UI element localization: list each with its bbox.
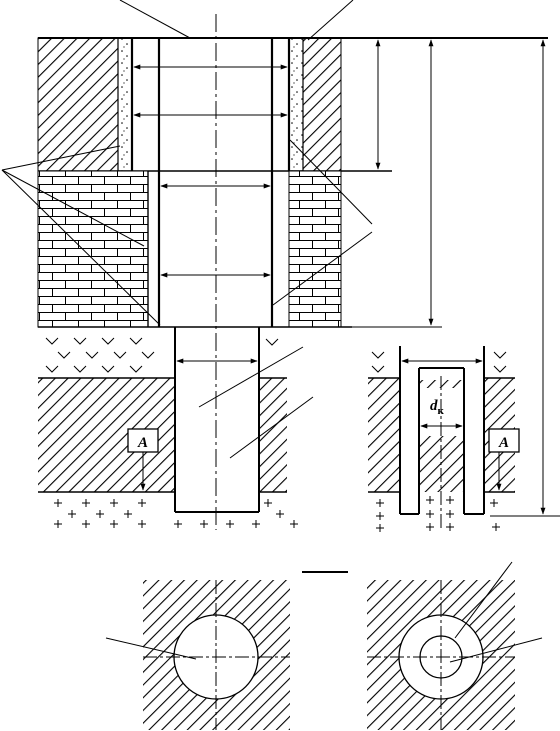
leader-center-a xyxy=(198,346,304,408)
cross-symbol xyxy=(82,499,90,507)
cross-symbol xyxy=(110,499,118,507)
backfill-left xyxy=(117,37,133,172)
brick-layer-left xyxy=(37,170,149,328)
plan-right-leader-bottom xyxy=(449,637,543,663)
chevron-symbol xyxy=(113,351,127,359)
cross-symbol xyxy=(492,523,500,531)
leader-top-left xyxy=(119,0,191,39)
plan-right-leader-top xyxy=(454,561,513,639)
detail-section: dк A xyxy=(368,346,520,532)
chevron-symbol xyxy=(141,351,155,359)
leader-fan-a xyxy=(1,145,121,171)
chevron-symbol xyxy=(45,365,59,373)
chevron-symbol xyxy=(85,351,99,359)
chevron-symbol xyxy=(101,365,115,373)
chevron-symbol xyxy=(265,338,279,346)
cross-symbol xyxy=(200,520,208,528)
cross-symbol xyxy=(446,496,454,504)
cross-symbol xyxy=(138,520,146,528)
chevron-symbol xyxy=(129,337,143,345)
soil-layer-top-left xyxy=(37,37,119,172)
section-marker-right-label: A xyxy=(498,435,509,451)
detail-chevron-layer xyxy=(371,351,507,373)
leader-right-a xyxy=(289,139,373,225)
soil-layer-top-right xyxy=(302,37,342,172)
cross-symbol xyxy=(446,510,454,518)
cross-symbol xyxy=(226,520,234,528)
leader-fan-b xyxy=(1,169,145,247)
plan-view-left xyxy=(105,580,290,730)
bedrock-layer xyxy=(54,499,298,528)
cross-symbol xyxy=(490,499,498,507)
cross-symbol xyxy=(276,510,284,518)
cross-symbol xyxy=(426,496,434,504)
leader-center-b xyxy=(229,396,314,459)
cross-symbol xyxy=(376,499,384,507)
soil-layer-lower-right xyxy=(259,378,287,492)
plan-left-leader xyxy=(105,637,197,660)
leader-fan-c xyxy=(1,169,161,326)
cross-symbol xyxy=(290,520,298,528)
cross-symbol xyxy=(264,499,272,507)
chevron-symbol xyxy=(371,351,385,359)
cross-symbol xyxy=(426,523,434,531)
cross-symbol xyxy=(138,499,146,507)
chevron-symbol xyxy=(129,365,143,373)
cross-symbol xyxy=(252,520,260,528)
cross-symbol xyxy=(376,512,384,520)
leader-top-right xyxy=(307,0,354,41)
cross-symbol xyxy=(426,510,434,518)
chevron-layer xyxy=(45,337,279,373)
cross-symbol xyxy=(54,499,62,507)
cross-symbol xyxy=(110,520,118,528)
main-section: A xyxy=(1,0,560,530)
cross-symbol xyxy=(82,520,90,528)
chevron-symbol xyxy=(101,337,115,345)
plan-view-right xyxy=(367,561,543,730)
chevron-symbol xyxy=(73,337,87,345)
section-marker-left-label: A xyxy=(137,435,148,451)
cross-symbol xyxy=(174,520,182,528)
leader-right-b xyxy=(272,231,373,306)
cross-symbol xyxy=(68,510,76,518)
chevron-symbol xyxy=(371,365,385,373)
cross-symbol xyxy=(96,510,104,518)
detail-bedrock-layer xyxy=(376,496,500,532)
section-marker-right-box xyxy=(488,428,520,453)
chevron-symbol xyxy=(493,351,507,359)
cross-symbol xyxy=(124,510,132,518)
chevron-symbol xyxy=(57,351,71,359)
brick-layer-right xyxy=(288,170,342,328)
chevron-symbol xyxy=(73,365,87,373)
inner-diameter-label: dк xyxy=(430,398,445,417)
chevron-symbol xyxy=(45,337,59,345)
cross-symbol xyxy=(376,524,384,532)
cross-symbol xyxy=(54,520,62,528)
detail-soil-left xyxy=(368,378,400,492)
chevron-symbol xyxy=(493,365,507,373)
cross-symbol xyxy=(446,523,454,531)
